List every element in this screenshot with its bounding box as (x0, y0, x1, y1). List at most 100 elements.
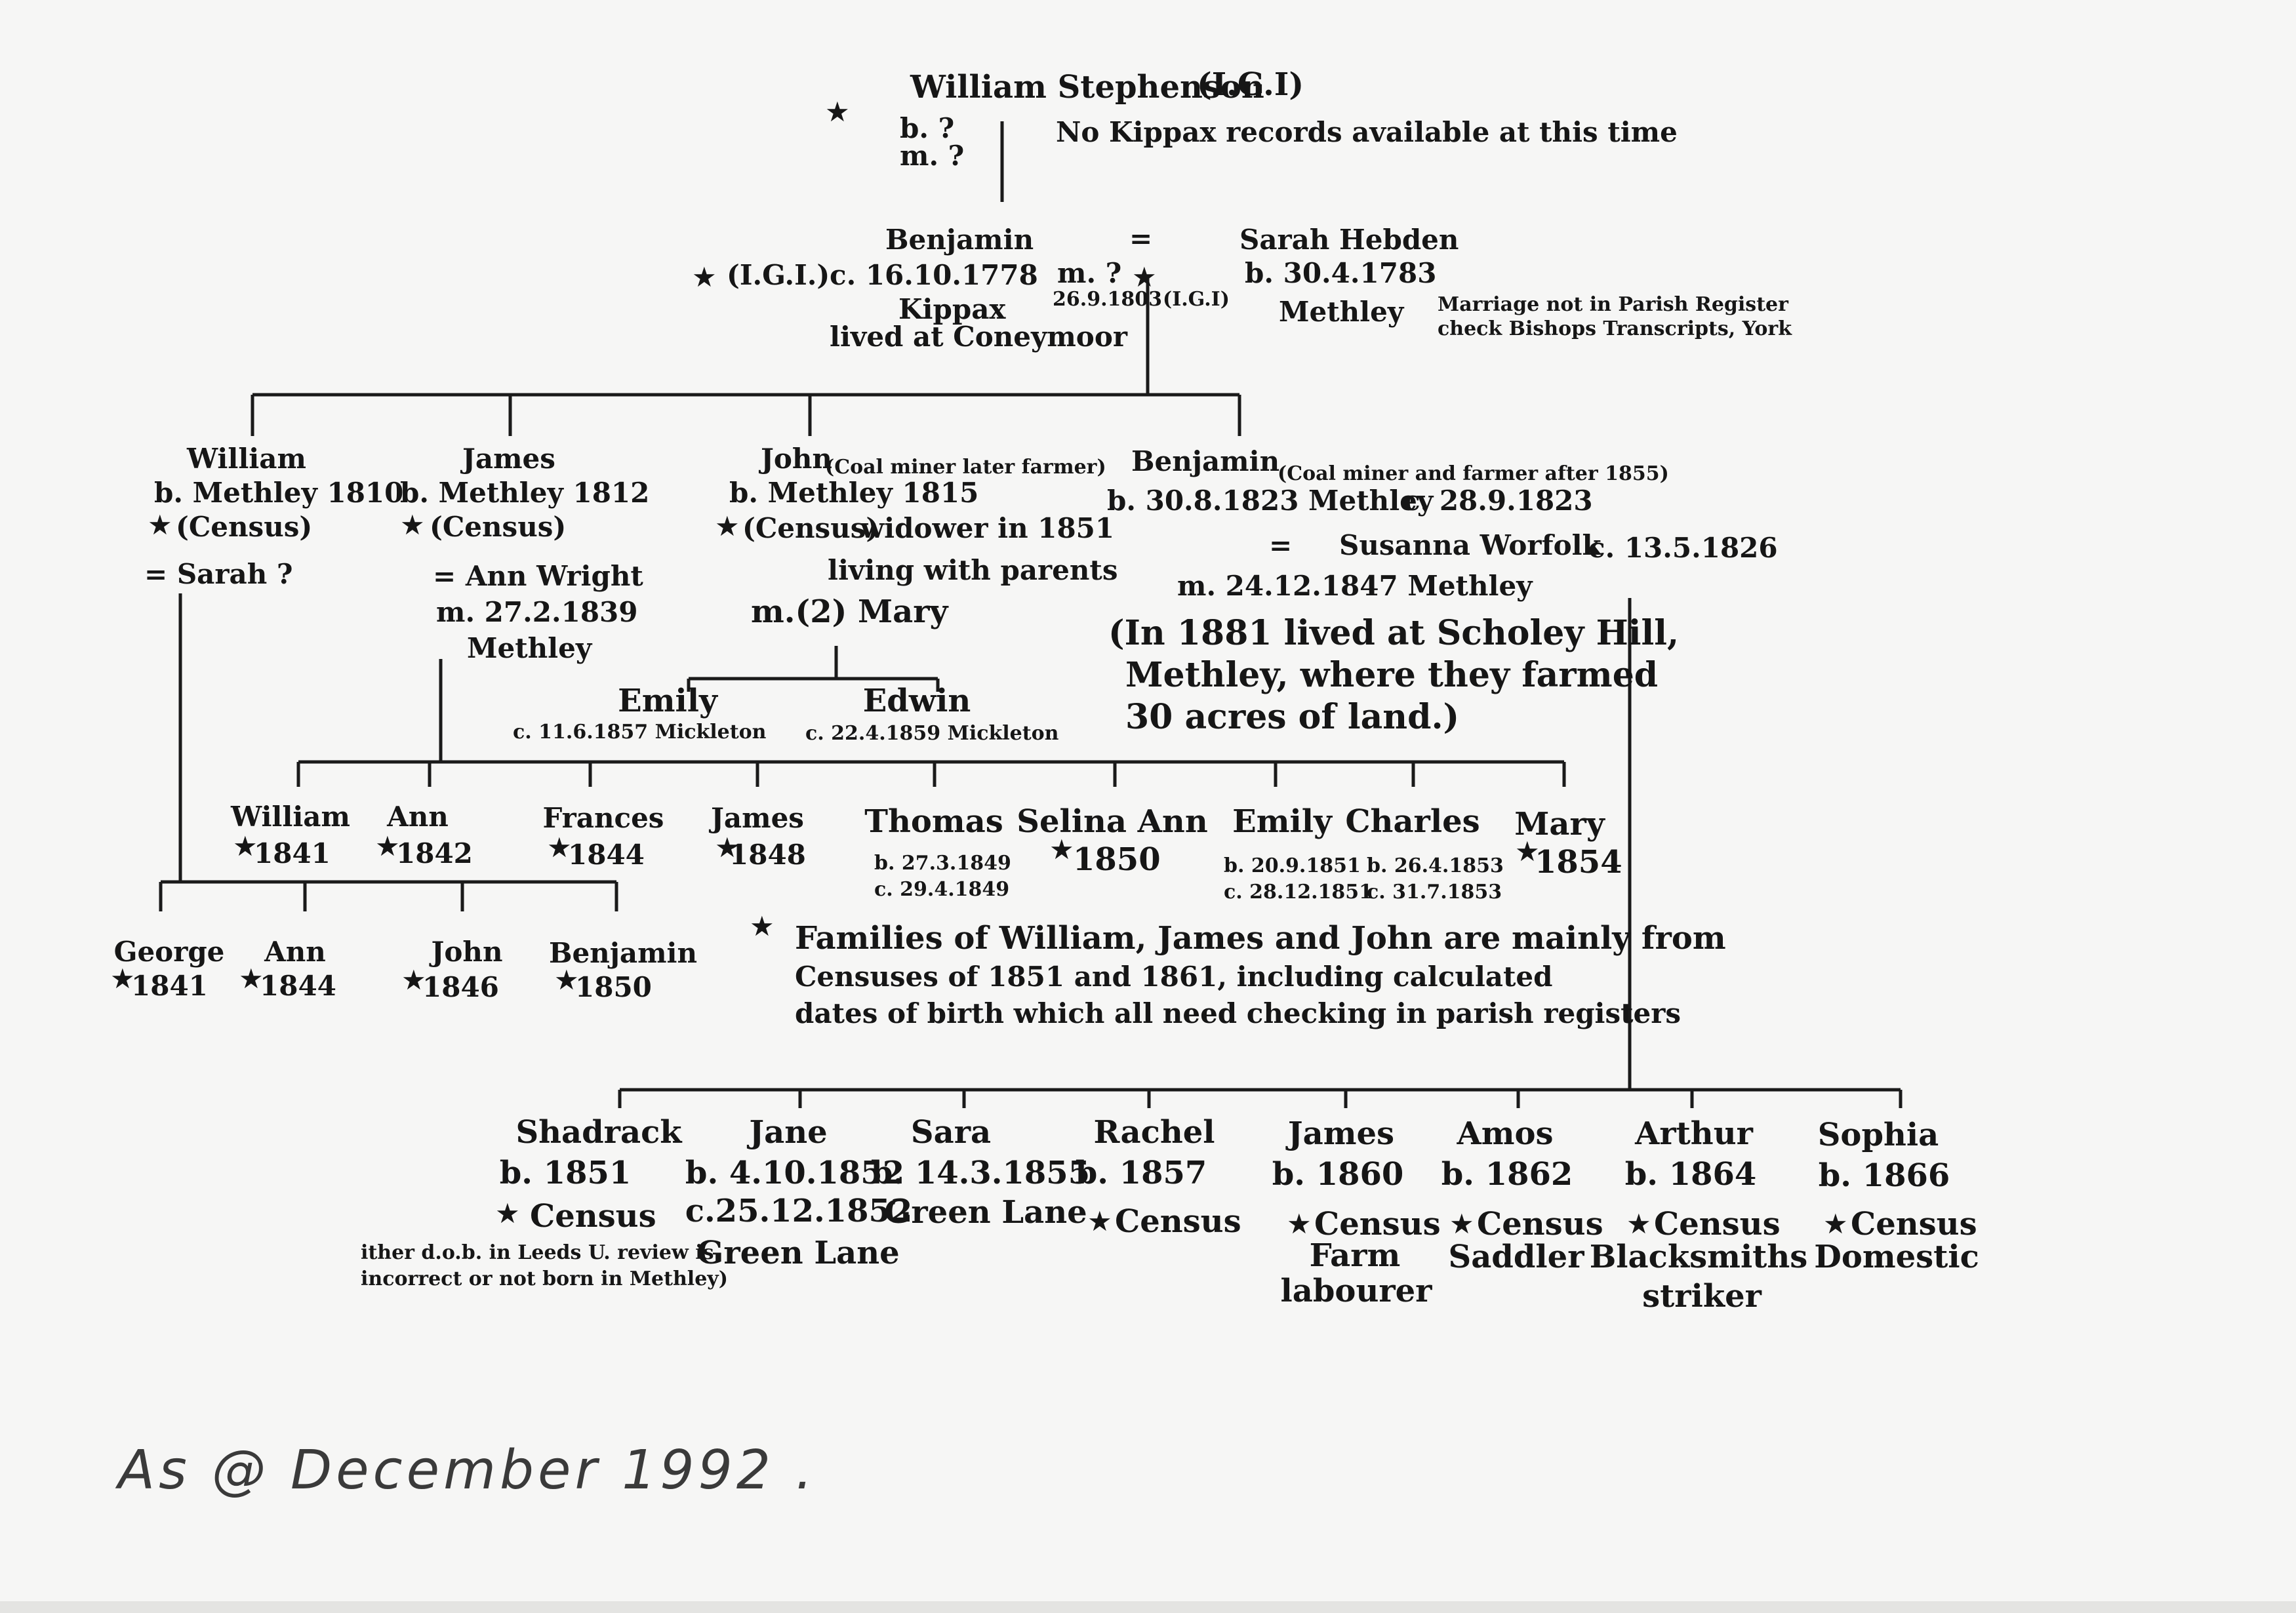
g3-benjamin-spouse-christened: c. 13.5.1826 (1588, 532, 1778, 564)
g3-benjamin-birth: b. 30.8.1823 Methley (1107, 485, 1434, 517)
handwritten-date-note: As @ December 1992 . (118, 1439, 817, 1502)
benjamin-child-line2: Green Lane (884, 1194, 1087, 1231)
benjamin-child-name: Amos (1457, 1115, 1554, 1152)
g2-sarah-name: Sarah Hebden (1239, 224, 1459, 256)
james-child-birth: b. 27.3.1849 (874, 852, 1011, 875)
star-icon: ★ (239, 963, 264, 995)
g2-benjamin-place: Kippax (898, 293, 1006, 325)
star-icon: ★ (715, 510, 740, 542)
benjamin-child-line3: Farm (1309, 1237, 1401, 1274)
william-child-name: Benjamin (548, 937, 698, 969)
g3-john-name: John (761, 443, 832, 475)
root-name: William Stephenson (910, 69, 1264, 106)
james-child-year: 1842 (396, 837, 473, 869)
g3-john-occupation: (Coal miner later farmer) (825, 456, 1106, 479)
census-note-line3: dates of birth which all need checking i… (795, 997, 1682, 1029)
g3-james-birth: b. Methley 1812 (400, 477, 650, 509)
benjamin-child-line4: labourer (1280, 1273, 1432, 1309)
g3-john-note2: living with parents (828, 554, 1118, 586)
g3-james-source: (Census) (430, 511, 567, 543)
star-icon: ★ (148, 509, 172, 541)
benjamin-child-line3: Blacksmiths (1589, 1239, 1808, 1275)
benjamin-child-line2: Census (1314, 1206, 1441, 1243)
benjamin-child-name: Rachel (1093, 1114, 1215, 1151)
g2-equals: = (1129, 222, 1153, 254)
benjamin-child-line2: Census (1115, 1203, 1241, 1240)
root-birth: b. ? (900, 112, 955, 144)
g3-james-name: James (462, 443, 555, 475)
g2-benjamin-residence: lived at Coneymoor (830, 321, 1127, 353)
james-child-name: Ann (387, 801, 449, 833)
shadrack-note1: ither d.o.b. in Leeds U. review is (361, 1241, 714, 1264)
star-icon: ★ (400, 509, 425, 541)
star-icon: ★ (554, 964, 579, 996)
g3-benjamin-note1: (In 1881 lived at Scholey Hill, (1108, 613, 1680, 653)
g3-william-spouse: = Sarah ? (144, 558, 293, 590)
benjamin-child-name: James (1287, 1115, 1395, 1152)
g3-benjamin-note2: Methley, where they farmed (1125, 655, 1659, 695)
g3-james-place: Methley (467, 632, 592, 664)
benjamin-child-line1: b. 1862 (1441, 1156, 1573, 1193)
g3-william-birth: b. Methley 1810 (154, 477, 404, 509)
benjamin-child-line1: b. 1851 (499, 1155, 632, 1191)
benjamin-child-line1: b. 1864 (1624, 1156, 1757, 1193)
benjamin-child-line1: b. 14.3.1855 (870, 1155, 1091, 1191)
james-child-christened: c. 28.12.1851 (1224, 881, 1373, 904)
g3-benjamin-eq: = (1269, 529, 1293, 561)
census-note-line1: Families of William, James and John are … (795, 920, 1726, 957)
william-child-year: 1841 (131, 970, 208, 1002)
benjamin-child-line2: Census (530, 1198, 656, 1235)
star-icon: ★ (233, 830, 258, 862)
john-child-name: Emily (618, 683, 717, 719)
benjamin-child-name: Sara (910, 1114, 992, 1151)
james-child-year: 1844 (568, 839, 645, 871)
g3-benjamin-note3: 30 acres of land.) (1125, 697, 1460, 737)
census-note-line2: Censuses of 1851 and 1861, including cal… (795, 961, 1553, 993)
james-child-birth: b. 20.9.1851 (1224, 854, 1361, 877)
star-icon: ★ (1626, 1208, 1651, 1240)
g3-james-spouse: = Ann Wright (433, 560, 643, 592)
benjamin-child-line2: Census (1477, 1206, 1603, 1243)
james-child-name: Emily (1232, 803, 1332, 840)
star-icon: ★ (1449, 1208, 1474, 1240)
root-marriage: m. ? (900, 140, 965, 172)
james-child-christened: c. 31.7.1853 (1367, 881, 1502, 904)
star-icon: ★ (375, 830, 400, 862)
james-child-name: Thomas (864, 803, 1003, 840)
james-child-name: Selina Ann (1017, 803, 1208, 840)
benjamin-child-name: Sophia (1817, 1117, 1939, 1153)
scan-bottom-edge (0, 1601, 2296, 1613)
g3-john-note1: widower in 1851 (860, 512, 1115, 544)
james-child-name: Mary (1514, 806, 1605, 843)
g3-james-marriage: m. 27.2.1839 (436, 596, 638, 628)
g3-benjamin-name: Benjamin (1131, 445, 1280, 477)
g2-note-line1: Marriage not in Parish Register (1438, 293, 1788, 316)
james-child-christened: c. 29.4.1849 (874, 878, 1010, 901)
root-source: (I.G.I) (1197, 66, 1304, 103)
g2-marriage-source: (I.G.I) (1163, 288, 1230, 311)
star-icon: ★ (750, 910, 775, 942)
star-icon: ★ (1515, 835, 1540, 867)
star-icon: ★ (1049, 833, 1074, 866)
star-icon: ★ (547, 831, 572, 864)
star-icon: ★ (1132, 261, 1157, 293)
benjamin-child-name: Jane (749, 1114, 828, 1151)
g2-benjamin-name: Benjamin (885, 224, 1034, 256)
star-icon: ★ (401, 964, 426, 996)
william-child-name: John (431, 936, 503, 968)
benjamin-child-name: Arthur (1635, 1115, 1753, 1152)
benjamin-child-line3: Domestic (1814, 1239, 1979, 1275)
star-icon: ★ (110, 963, 135, 995)
g2-benjamin-source: (I.G.I.) (727, 259, 830, 291)
william-child-year: 1846 (422, 971, 499, 1003)
benjamin-child-line2: Census (1654, 1206, 1781, 1243)
william-child-year: 1844 (260, 970, 336, 1002)
g3-john-source: (Census) (742, 512, 879, 544)
g2-marriage-date: 26.9.1803 (1053, 288, 1163, 311)
benjamin-child-line3: Saddler (1448, 1239, 1584, 1275)
james-child-year: 1848 (729, 839, 806, 871)
william-child-year: 1850 (575, 971, 652, 1003)
